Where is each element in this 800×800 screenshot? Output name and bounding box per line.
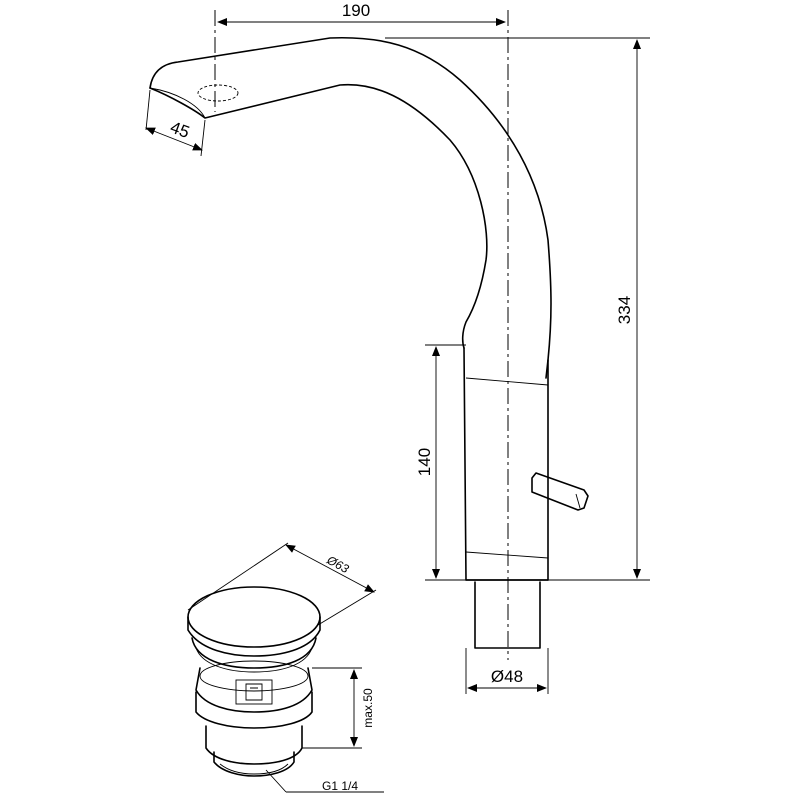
drain-cap-top — [187, 586, 321, 648]
faucet-lever-face — [575, 493, 581, 509]
drain-collar-top — [199, 660, 309, 692]
aerator-hidden-outline — [197, 84, 239, 102]
dimension-body-height: 140 — [415, 344, 466, 581]
drain-height-label: max.50 — [361, 688, 375, 728]
drain-body-lower — [205, 725, 303, 765]
dimension-total-height: 334 — [385, 37, 650, 581]
total-height-label: 334 — [615, 296, 634, 324]
width-top-label: 190 — [342, 1, 370, 20]
faucet-lever — [531, 472, 589, 511]
drain-cap-side — [187, 616, 321, 657]
faucet-body-outline — [463, 347, 549, 581]
drain-mechanism — [235, 679, 273, 705]
faucet — [149, 10, 589, 660]
drain-thread-label: G1 1/4 — [322, 779, 358, 793]
faucet-spout-underside — [149, 83, 488, 349]
body-diameter-label: Ø48 — [491, 667, 523, 686]
faucet-shank-outline — [474, 581, 541, 649]
drain-mechanism-clip — [245, 683, 263, 701]
body-band-top — [465, 377, 549, 386]
dimension-drain-thread: G1 1/4 — [265, 769, 384, 793]
dimension-body-diameter: Ø48 — [465, 648, 549, 694]
dimension-drain-diameter: Ø63 — [187, 542, 377, 626]
drain-flange-lower — [195, 647, 313, 673]
drain-thread-end — [219, 763, 289, 775]
body-band-bottom — [465, 551, 549, 559]
drain-flange — [191, 637, 317, 669]
drain-body — [195, 691, 313, 729]
faucet-spout-outline — [149, 36, 552, 379]
body-height-label: 140 — [415, 448, 434, 476]
drain — [187, 586, 321, 777]
dimension-width-top: 190 — [217, 1, 506, 26]
drain-collar — [195, 667, 313, 713]
faucet-spout-end — [149, 87, 206, 119]
dimension-drain-height: max.50 — [302, 667, 375, 749]
drain-tailpiece — [213, 751, 295, 777]
